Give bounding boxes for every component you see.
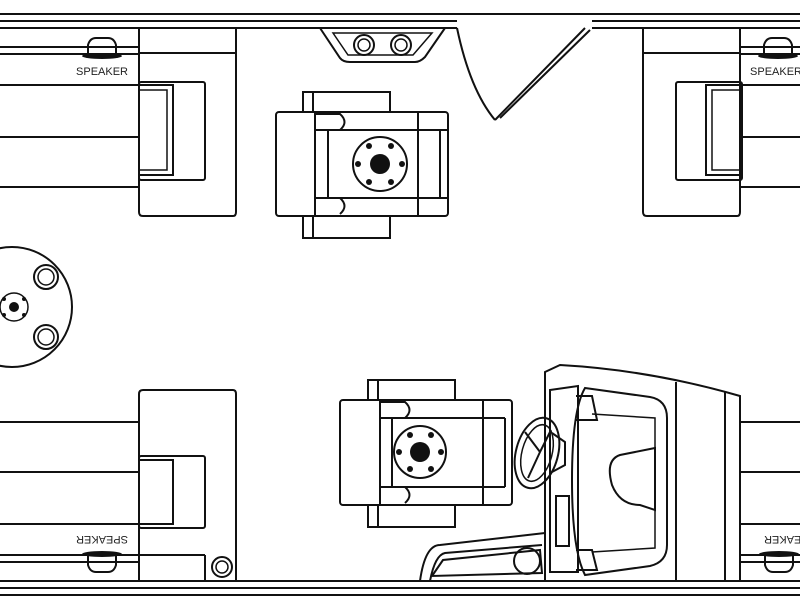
speaker-icon-base xyxy=(759,551,799,557)
speaker-label: SPEAKER xyxy=(750,66,800,78)
speaker-icon-base xyxy=(758,53,798,59)
speaker-top-right: SPEAKER xyxy=(750,38,800,78)
speaker-label: SPEAKER xyxy=(76,66,128,78)
speaker-label: SPEAKER xyxy=(76,533,128,545)
sofa-bottom-left xyxy=(0,390,236,581)
sofa-top-right xyxy=(643,28,800,216)
table-left[interactable] xyxy=(0,247,72,367)
swivel-chair-top[interactable] xyxy=(276,92,448,238)
speaker-icon xyxy=(88,38,116,55)
speaker-bottom-right: SPEAKER xyxy=(759,533,800,572)
steering-wheel[interactable] xyxy=(507,413,566,493)
sofa-top-left xyxy=(0,28,236,216)
speaker-icon xyxy=(765,555,793,572)
captain-seat[interactable] xyxy=(572,388,667,575)
helm-console xyxy=(420,365,740,581)
cupholder-console xyxy=(320,28,445,62)
gate-door[interactable] xyxy=(457,28,590,120)
speaker-icon-base xyxy=(82,53,122,59)
top-rail xyxy=(0,14,800,28)
bottom-rail xyxy=(0,581,800,595)
speaker-icon xyxy=(764,38,792,55)
speaker-label: SPEAKER xyxy=(764,533,800,545)
speaker-icon xyxy=(88,555,116,572)
speaker-icon-base xyxy=(82,551,122,557)
speaker-top-left: SPEAKER xyxy=(76,38,128,78)
swivel-chair-bottom[interactable] xyxy=(340,380,512,527)
speaker-bottom-left: SPEAKER xyxy=(76,533,128,572)
